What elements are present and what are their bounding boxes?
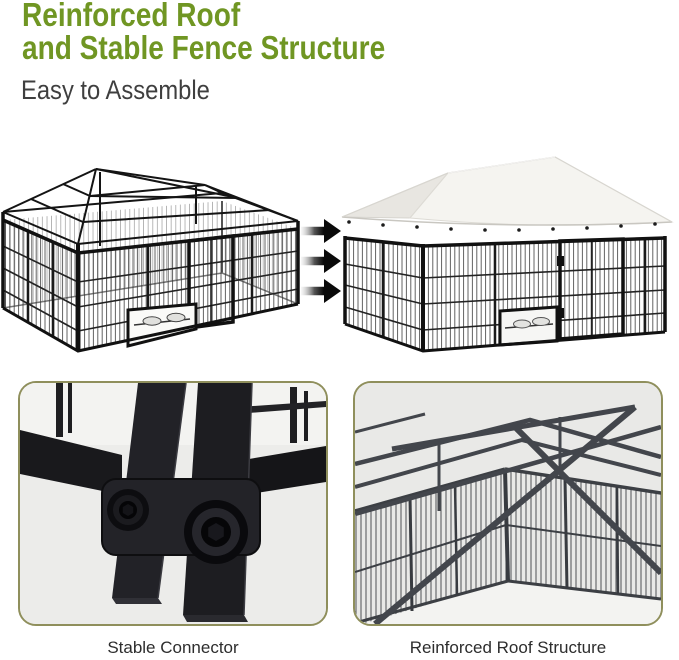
page-subtitle: Easy to Assemble xyxy=(21,75,210,105)
title-line-2: and Stable Fence Structure xyxy=(22,29,386,66)
roof-truss-beams xyxy=(355,404,661,624)
roof-structure-illustration xyxy=(355,383,661,624)
arrow-right-icon xyxy=(301,279,341,303)
feature-caption-stable-connector: Stable Connector xyxy=(107,638,239,657)
title-line-1: Reinforced Roof xyxy=(22,0,241,33)
white-roof-canopy xyxy=(341,156,674,232)
transform-arrows-icon xyxy=(301,219,341,303)
stable-connector-illustration xyxy=(20,383,326,624)
feature-caption-roof-structure: Reinforced Roof Structure xyxy=(409,638,607,657)
feature-card-roof-structure xyxy=(353,381,663,626)
kennel-frame-before-illustration xyxy=(1,168,300,353)
connector-bolt-large xyxy=(184,500,248,564)
feeding-bowls-hatch xyxy=(498,305,559,347)
feeding-bowls-hatch xyxy=(126,302,198,348)
arrow-right-icon xyxy=(301,249,341,273)
arrow-right-icon xyxy=(301,219,341,243)
connector-bolt-small xyxy=(107,489,149,531)
roof-frame xyxy=(2,168,299,246)
feature-card-stable-connector xyxy=(18,381,328,626)
kennel-with-cover-after-illustration xyxy=(341,156,674,353)
